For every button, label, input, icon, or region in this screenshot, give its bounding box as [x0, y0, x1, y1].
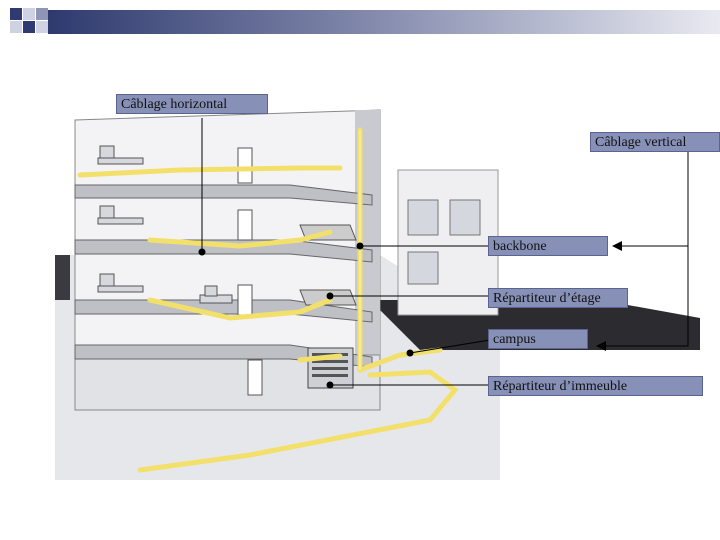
neighbour-building: [397, 169, 499, 316]
label-horizontal-cabling: Câblage horizontal: [116, 94, 268, 114]
label-campus: campus: [488, 329, 588, 349]
corner-decoration: [0, 0, 48, 40]
vertical-bracket: [598, 152, 689, 347]
campus-cable: [357, 347, 443, 373]
campus-leader: [409, 339, 491, 354]
label-floor-distributor: Répartiteur d’étage: [488, 288, 628, 308]
floor-slab-3: [74, 184, 373, 206]
title-bar: [48, 10, 720, 34]
campus-underground-cable: [137, 369, 459, 473]
arrow-backbone: [612, 241, 622, 251]
label-backbone: backbone: [488, 236, 608, 256]
label-building-distributor: Répartiteur d’immeuble: [488, 376, 703, 396]
arrow-campus: [596, 341, 606, 351]
floor-slab-1: [74, 299, 373, 323]
label-vertical-cabling: Câblage vertical: [590, 132, 720, 152]
